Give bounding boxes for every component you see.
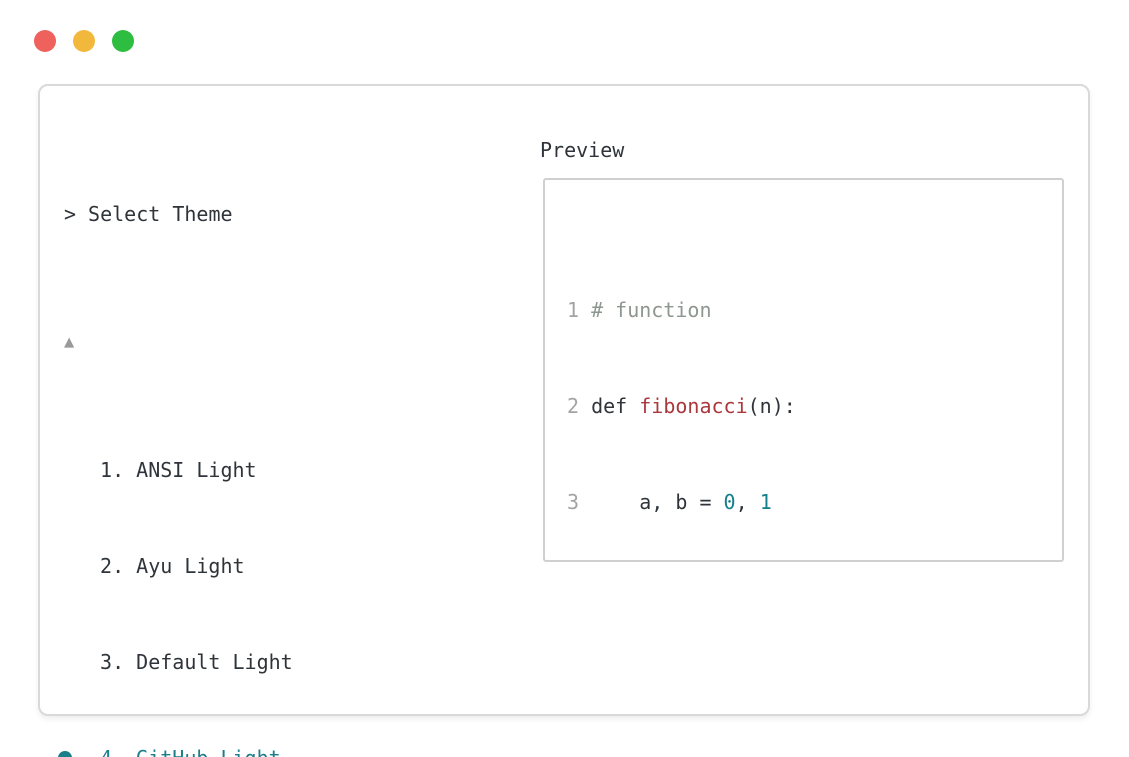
close-window-button[interactable] (34, 30, 56, 52)
theme-item-name: ANSI Light (136, 458, 257, 482)
theme-item-4-selected[interactable]: 4. GitHub Light (58, 742, 774, 757)
window-controls (34, 30, 134, 52)
preview-column: Preview 1 # function 2 def fibonacci(n):… (540, 134, 1064, 562)
theme-item-2[interactable]: 2. Ayu Light (88, 550, 774, 582)
code-line-3: 3 a, b = 0, 1 (567, 486, 1062, 518)
theme-item-number: 4. (88, 746, 136, 757)
code-text: a, b = (579, 490, 724, 514)
line-number: 3 (567, 490, 580, 514)
theme-item-name: Default Light (136, 650, 293, 674)
minimize-window-button[interactable] (73, 30, 95, 52)
code-text: def (579, 394, 640, 418)
theme-item-1[interactable]: 1. ANSI Light (88, 454, 774, 486)
line-number: 2 (567, 394, 580, 418)
zoom-window-button[interactable] (112, 30, 134, 52)
code-number-literal: 1 (759, 490, 772, 514)
code-number-literal: 0 (723, 490, 736, 514)
code-text: (n): (747, 394, 796, 418)
theme-item-number: 3. (88, 650, 137, 674)
theme-item-number: 2. (88, 554, 137, 578)
code-line-1: 1 # function (567, 294, 1062, 326)
code-line-2: 2 def fibonacci(n): (567, 390, 1062, 422)
theme-item-name: Ayu Light (136, 554, 245, 578)
theme-list-column: > Select Theme ▲ 1. ANSI Light 2. Ayu Lig… (58, 134, 774, 757)
preview-title: Preview (540, 138, 625, 162)
theme-item-name: GitHub Light (136, 746, 281, 757)
line-number: 1 (567, 298, 580, 322)
theme-item-number: 1. (88, 458, 137, 482)
code-preview-box: 1 # function 2 def fibonacci(n): 3 a, b … (543, 178, 1064, 562)
prompt-title: Select Theme (88, 202, 233, 226)
prompt-chevron-icon: > (64, 202, 77, 226)
code-comment: # function (579, 298, 712, 322)
scroll-up-icon[interactable]: ▲ (64, 332, 75, 352)
code-text: , (735, 490, 760, 514)
theme-picker-panel: > Select Theme ▲ 1. ANSI Light 2. Ayu Lig… (38, 84, 1090, 757)
code-function-name: fibonacci (639, 394, 748, 418)
select-theme-prompt: > Select Theme (64, 198, 774, 230)
selected-bullet-icon (58, 751, 72, 757)
theme-item-3[interactable]: 3. Default Light (88, 646, 774, 678)
